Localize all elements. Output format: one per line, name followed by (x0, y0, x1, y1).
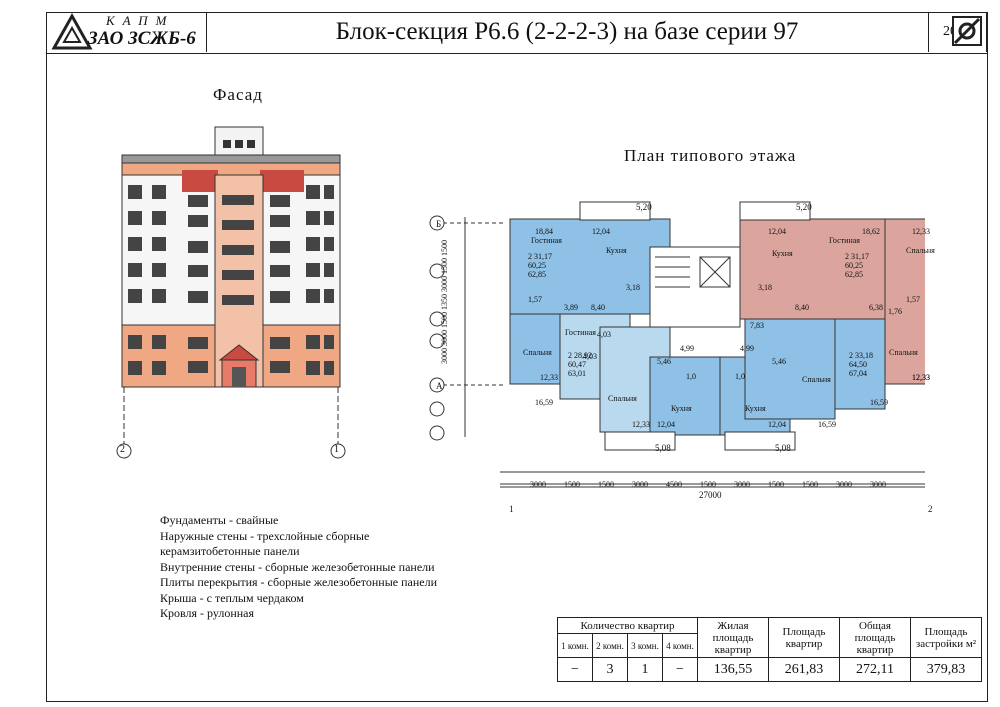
room-bedroom-2: Спальня (608, 394, 637, 403)
th-area: Площадь квартир (768, 617, 840, 658)
room-kitchen-1: Кухня (606, 246, 627, 255)
axis-col-2: 2 (928, 504, 933, 514)
room-area-value: 1,0 (735, 372, 745, 381)
plan-label: План типового этажа (624, 146, 797, 165)
axis-col-1: 1 (509, 504, 514, 514)
room-area-value: 16,59 (870, 398, 888, 407)
room-kitchen-3: Кухня (745, 404, 766, 413)
room-area-value: 3,18 (758, 283, 772, 292)
room-kitchen-2: Кухня (671, 404, 692, 413)
room-area-value: 7,83 (750, 321, 764, 330)
room-area-value: 4,99 (680, 344, 694, 353)
val-c2: 3 (592, 657, 628, 682)
th-c2: 2 комн. (592, 633, 628, 658)
room-area-value: 1,57 (528, 295, 542, 304)
val-c3: 1 (627, 657, 663, 682)
note-line: Крыша - с теплым чердаком (160, 590, 304, 605)
room-area-value: 5,46 (772, 357, 786, 366)
note-line: Кровля - рулонная (160, 606, 255, 620)
room-area-value: 12,33 (912, 373, 930, 382)
th-footprint: Площадь застройки м² (910, 617, 982, 658)
company-logo: КАПМ ЗАО ЗСЖБ-6 (46, 12, 207, 52)
sheet-title: Блок-секция Р6.6 (2-2-2-3) на базе серии… (206, 12, 929, 52)
facade-axis-left: 2 (120, 444, 125, 455)
facade-label: Фасад (213, 85, 263, 104)
note-line: Внутренние стены - сборные железобетонны… (160, 559, 435, 574)
th-living: Жилая площадь квартир (697, 617, 769, 658)
facade-axis-right: 1 (334, 444, 339, 455)
room-living-2: Гостиная (565, 328, 596, 337)
room-area-value: 16,59 (818, 420, 836, 429)
val-living: 136,55 (697, 657, 769, 682)
logo-top-text: КАПМ (106, 13, 175, 28)
th-c4: 4 комн. (662, 633, 698, 658)
vertical-dims: 3000 3000 1500 1350 3000 1500 1500 (440, 240, 449, 364)
th-c3: 3 комн. (627, 633, 663, 658)
room-area-value: 12,04 (768, 227, 786, 236)
room-area-value: 18,62 (862, 227, 880, 236)
room-area-value: 12,33 (540, 373, 558, 382)
room-area-value: 4,03 (597, 330, 611, 339)
room-bedroom-5: Спальня (889, 348, 918, 357)
note-line: Плиты перекрытия - сборные железобетонны… (160, 575, 438, 589)
note-line: керамзитобетонные панели (160, 544, 300, 558)
dim-bottom-right: 5,08 (775, 443, 791, 453)
room-area-value: 12,33 (912, 227, 930, 236)
th-total: Общая площадь квартир (839, 617, 911, 658)
room-area-value: 12,04 (592, 227, 610, 236)
note-line: Фундаменты - свайные (160, 513, 279, 527)
bottom-dims: 3000 1500 1500 3000 4500 1500 3000 1500 … (530, 480, 886, 489)
val-total: 272,11 (839, 657, 911, 682)
room-area-value: 3,18 (626, 283, 640, 292)
room-area-value: 6,38 (869, 303, 883, 312)
construction-notes: Фундаменты - свайные Наружные стены - тр… (160, 513, 437, 622)
room-bedroom-4: Спальня (906, 246, 935, 255)
dim-top-left: 5,20 (636, 202, 652, 212)
room-living-4: Гостиная (829, 236, 860, 245)
room-bedroom-1: Спальня (523, 348, 552, 357)
logo-triangle-icon (51, 12, 93, 50)
room-area-value: 16,59 (535, 398, 553, 407)
drawing-sheet-frame (46, 12, 988, 702)
note-line: Наружные стены - трехслойные сборные (160, 528, 370, 543)
corner-mark-icon (952, 16, 982, 46)
facade-drawing (116, 126, 346, 459)
th-c1: 1 комн. (557, 633, 593, 658)
title-block: КАПМ ЗАО ЗСЖБ-6 Блок-секция Р6.6 (2-2-2-… (46, 12, 988, 54)
dim-top-right: 5,20 (796, 202, 812, 212)
logo-main-text: ЗАО ЗСЖБ-6 (88, 28, 196, 49)
dim-total: 27000 (699, 490, 722, 500)
room-area-value: 12,33 (632, 420, 650, 429)
room-area-value: 8,40 (591, 303, 605, 312)
summary-table: Количество квартир Жилая площадь квартир… (557, 617, 982, 682)
room-living-1: Гостиная (531, 236, 562, 245)
room-area-value: 1,0 (686, 372, 696, 381)
dim-bottom-left: 5,08 (655, 443, 671, 453)
th-count: Количество квартир (557, 617, 698, 634)
room-area-value: 12,33 (912, 373, 930, 382)
room-area-value: 12,04 (657, 420, 675, 429)
axis-row-b: Б (436, 219, 442, 229)
room-area-value: 18,84 (535, 227, 553, 236)
val-c1: − (557, 657, 593, 682)
room-bedroom-3: Спальня (802, 375, 831, 384)
room-area-value: 1,57 (906, 295, 920, 304)
val-footprint: 379,83 (910, 657, 982, 682)
room-area-value: 5,46 (657, 357, 671, 366)
room-area-value: 4,03 (583, 352, 597, 361)
val-area: 261,83 (768, 657, 840, 682)
room-area-value: 1,76 (888, 307, 902, 316)
axis-row-a: А (436, 381, 443, 391)
room-kitchen-4: Кухня (772, 249, 793, 258)
room-area-value: 8,40 (795, 303, 809, 312)
room-area-value: 12,04 (768, 420, 786, 429)
room-area-value: 4,99 (740, 344, 754, 353)
floor-plan-drawing (429, 201, 925, 488)
room-area-value: 3,89 (564, 303, 578, 312)
val-c4: − (662, 657, 698, 682)
